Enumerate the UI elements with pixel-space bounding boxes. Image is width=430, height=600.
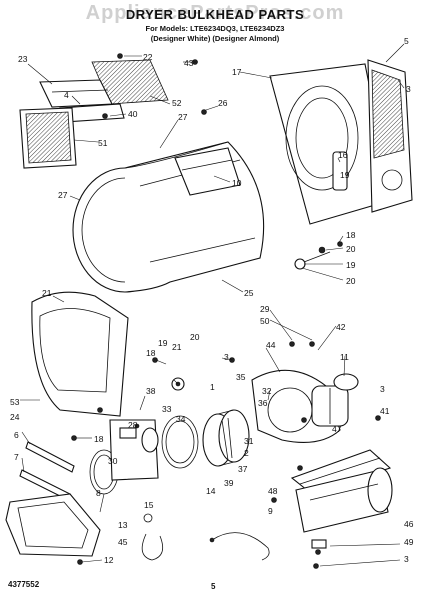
callout-24: 24	[10, 412, 20, 422]
front-bulkhead	[31, 291, 129, 417]
roller-assembly	[152, 357, 185, 391]
callout-3c: 3	[380, 384, 385, 394]
dryer-drum	[72, 141, 265, 293]
callout-33: 33	[162, 404, 172, 414]
callout-labels: 23 22 43 5 17 3 4 52 26 40 51 27 10 27 1…	[10, 36, 414, 565]
callout-11: 11	[340, 352, 349, 362]
callout-44: 44	[266, 340, 276, 350]
callout-7: 7	[14, 452, 19, 462]
callout-50: 50	[260, 316, 270, 326]
callout-52: 52	[172, 98, 182, 108]
rear-screws	[311, 539, 327, 569]
thermostat-group	[294, 241, 343, 270]
callout-23: 23	[18, 54, 28, 64]
drive-belt	[161, 415, 199, 469]
callout-37: 37	[238, 464, 248, 474]
wire-harness	[209, 532, 270, 561]
lint-filter-housing	[39, 59, 169, 123]
callout-4: 4	[64, 90, 69, 100]
callout-27b: 27	[58, 190, 68, 200]
callout-40: 40	[128, 109, 138, 119]
callout-31: 31	[244, 436, 254, 446]
callout-18b: 18	[146, 348, 156, 358]
blower-wheel	[202, 409, 250, 467]
callout-19c: 19	[158, 338, 168, 348]
callout-45: 45	[118, 537, 128, 547]
callout-17: 17	[232, 67, 242, 77]
callout-10: 10	[232, 178, 242, 188]
callout-3d: 3	[404, 554, 409, 564]
callout-6: 6	[14, 430, 19, 440]
idler-pulley	[119, 427, 159, 453]
callout-51: 51	[98, 138, 108, 148]
callout-21b: 21	[172, 342, 182, 352]
leader-lines	[20, 43, 405, 567]
callout-39: 39	[224, 478, 234, 488]
callout-14: 14	[206, 486, 216, 496]
callout-9: 9	[268, 506, 273, 516]
callout-19a: 19	[340, 170, 350, 180]
model-numbers: For Models: LTE6234DQ3, LTE6234DZ3	[145, 24, 285, 33]
callout-36: 36	[258, 398, 268, 408]
callout-32: 32	[262, 386, 272, 396]
callout-47: 47	[332, 424, 342, 434]
callout-34: 34	[176, 414, 186, 424]
callout-43: 43	[184, 58, 194, 68]
watermark: AppliancePartsPros.com	[85, 2, 345, 24]
callout-22: 22	[143, 52, 153, 62]
callout-26: 26	[218, 98, 228, 108]
exhaust-duct-cover	[367, 59, 413, 213]
callout-8: 8	[96, 488, 101, 498]
callout-48: 48	[268, 486, 278, 496]
callout-25: 25	[244, 288, 254, 298]
slide-pad-group	[19, 435, 77, 501]
callout-38: 38	[146, 386, 156, 396]
callout-18a: 18	[346, 230, 356, 240]
callout-15: 15	[144, 500, 154, 510]
callout-28: 28	[128, 420, 138, 430]
motor	[311, 373, 359, 427]
callout-18c: 18	[94, 434, 104, 444]
callout-41: 41	[380, 406, 390, 416]
page-number: 5	[211, 582, 216, 591]
callout-19b: 19	[346, 260, 356, 270]
sensor-small-parts	[141, 513, 164, 561]
callout-46: 46	[404, 519, 414, 529]
callout-42: 42	[336, 322, 346, 332]
callout-21a: 21	[42, 288, 52, 298]
callout-2: 2	[244, 448, 249, 458]
lint-screen	[19, 107, 77, 169]
heater-duct	[295, 467, 393, 533]
callout-53: 53	[10, 397, 20, 407]
callout-29: 29	[260, 304, 270, 314]
callout-1: 1	[210, 382, 215, 392]
callout-20a: 20	[346, 244, 356, 254]
color-variants: (Designer White) (Designer Almond)	[150, 34, 280, 43]
callout-3a: 3	[406, 84, 411, 94]
lint-duct	[5, 493, 101, 565]
document-number: 4377552	[8, 580, 40, 589]
callout-20c: 20	[190, 332, 200, 342]
callout-35: 35	[236, 372, 246, 382]
callout-30: 30	[108, 456, 118, 466]
callout-27a: 27	[178, 112, 188, 122]
callout-3b: 3	[224, 352, 229, 362]
callout-5: 5	[404, 36, 409, 46]
callout-49: 49	[404, 537, 414, 547]
callout-16: 16	[338, 150, 348, 160]
callout-13: 13	[118, 520, 128, 530]
callout-20b: 20	[346, 276, 356, 286]
callout-12: 12	[104, 555, 114, 565]
top-screws	[102, 53, 207, 119]
diagram-title: DRYER BULKHEAD PARTS	[125, 7, 305, 22]
